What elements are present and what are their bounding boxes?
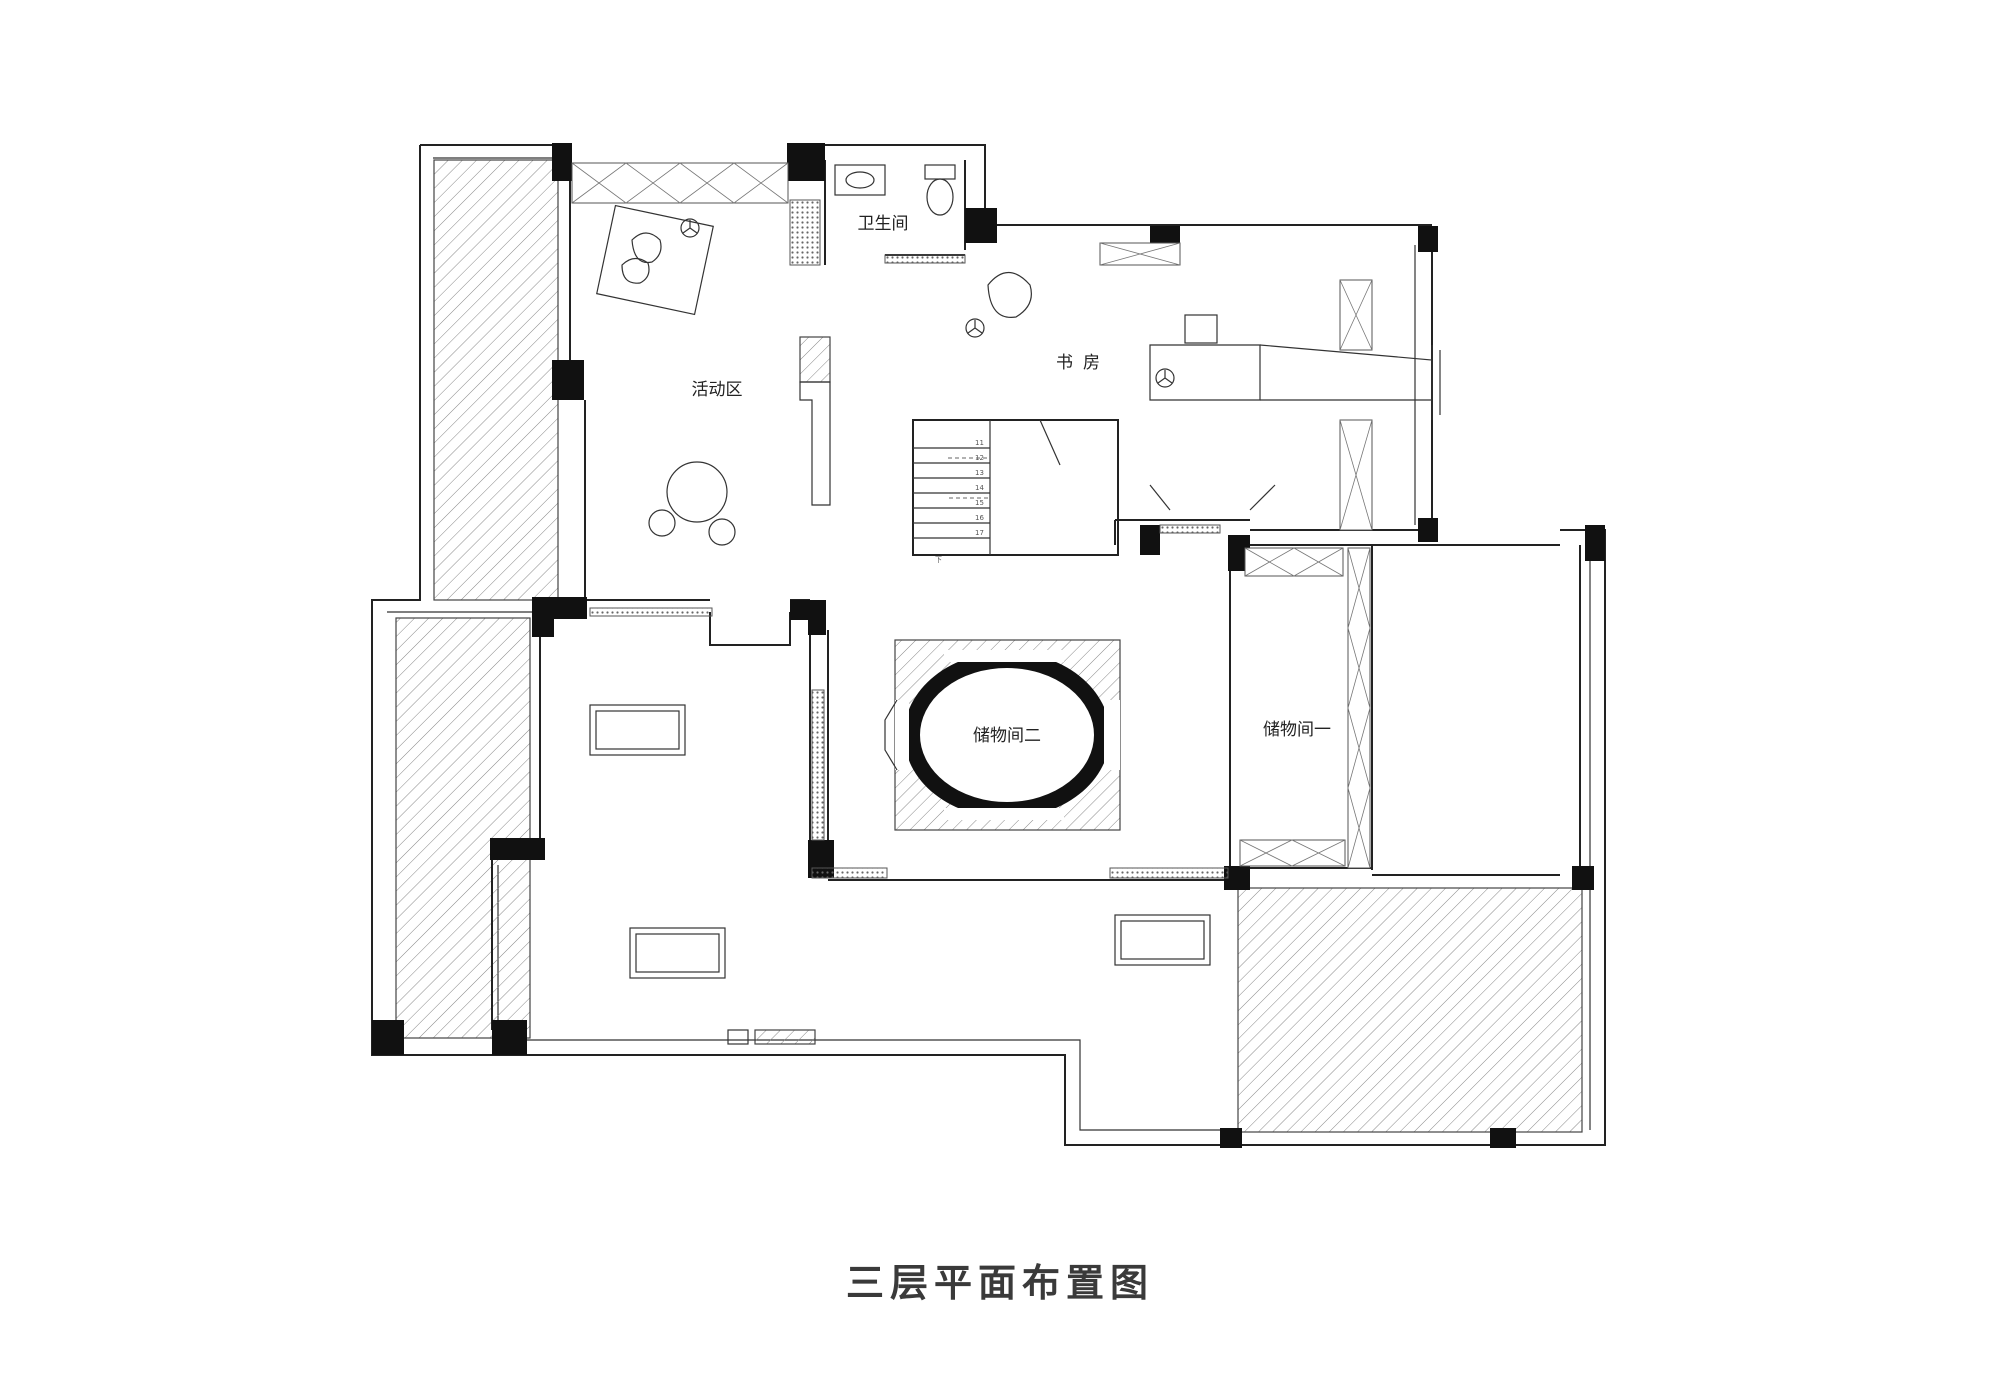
- column: [490, 838, 545, 860]
- room-labels: 卫生间 书房 活动区 储物间一 储物间二: [692, 214, 1332, 746]
- room-label-study: 书房: [1056, 353, 1110, 373]
- storage-room-two: [884, 639, 1121, 831]
- column: [492, 1020, 527, 1055]
- toilet-bowl: [926, 178, 954, 216]
- column: [1220, 1128, 1242, 1148]
- ceiling-fan-icon: [1155, 368, 1175, 388]
- display-shelf: [799, 336, 831, 383]
- column: [552, 360, 584, 400]
- stair-step-number: 15: [975, 499, 984, 507]
- vanity: [834, 164, 886, 196]
- ceiling-fan-icon: [965, 318, 985, 338]
- column: [1418, 518, 1438, 542]
- room-label-storage-one: 储物间一: [1263, 720, 1331, 740]
- terrace-southeast: [1237, 887, 1583, 1133]
- terrace-west-upper: [433, 159, 559, 601]
- column: [965, 208, 997, 243]
- column: [1490, 1128, 1516, 1148]
- stair-step-number: 14: [975, 484, 984, 492]
- round-table: [666, 461, 728, 523]
- room-label-bathroom: 卫生间: [858, 214, 909, 234]
- column: [1572, 866, 1594, 890]
- column: [787, 143, 825, 181]
- skylights: [589, 704, 1211, 1045]
- column: [552, 143, 572, 181]
- column: [808, 600, 826, 635]
- column: [1140, 525, 1160, 555]
- column: [1585, 525, 1605, 561]
- east-window: [1259, 344, 1441, 420]
- toilet-tank: [924, 164, 956, 180]
- desk-chair: [1184, 314, 1218, 344]
- room-label-activity-area: 活动区: [692, 380, 743, 400]
- ceiling-fan-icon: [680, 218, 700, 238]
- lounge-rug: [596, 204, 714, 316]
- stair-step-number: 17: [975, 529, 984, 537]
- drawing-title: 三层平面布置图: [845, 1261, 1154, 1305]
- partition-walls: [589, 199, 1229, 879]
- column: [372, 1020, 404, 1055]
- stair-step-number: 16: [975, 514, 984, 522]
- stair-step-number: 11: [975, 439, 984, 447]
- armchair: [987, 271, 1032, 318]
- terraces: [395, 159, 1583, 1133]
- room-label-storage-two: 储物间二: [973, 726, 1041, 746]
- stair-direction-label: 下: [935, 556, 942, 564]
- furniture: [596, 164, 1261, 546]
- terrace-west-lower: [395, 617, 531, 1039]
- stair-step-number: 13: [975, 469, 984, 477]
- wardrobes: [571, 162, 1373, 869]
- column: [1418, 226, 1438, 252]
- study-desk: [1149, 344, 1261, 401]
- column: [532, 597, 554, 637]
